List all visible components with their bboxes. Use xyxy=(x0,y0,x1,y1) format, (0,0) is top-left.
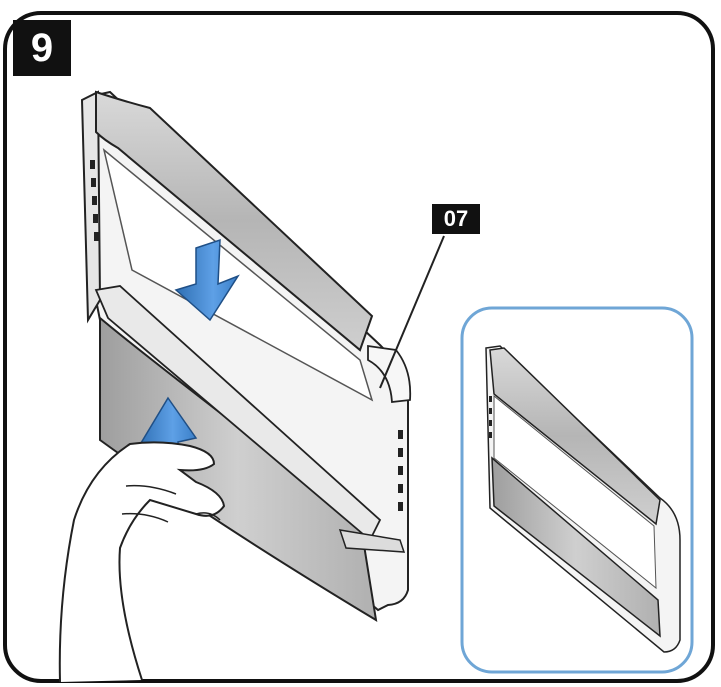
arrow-down-icon xyxy=(174,238,240,322)
step-number-badge: 9 xyxy=(13,20,71,76)
callout-leader-line xyxy=(379,235,445,389)
tray-right-end xyxy=(367,344,412,403)
tray-upper-opening xyxy=(102,148,374,402)
inset-top-panel xyxy=(489,347,661,526)
side-buttons-left xyxy=(90,160,99,241)
hand-illustration xyxy=(58,441,226,683)
part-callout-label: 07 xyxy=(432,204,480,234)
tray-device xyxy=(80,90,412,622)
inset-bottom-panel xyxy=(491,456,661,638)
tray-bottom-rail xyxy=(338,529,406,553)
inset-tray xyxy=(485,345,681,653)
top-panel xyxy=(95,90,374,352)
tray-crossbar xyxy=(94,285,382,542)
inset-opening xyxy=(493,394,657,590)
hand-finger-lines xyxy=(121,484,221,523)
inset-side-buttons xyxy=(489,396,492,438)
side-buttons-right xyxy=(398,430,403,511)
